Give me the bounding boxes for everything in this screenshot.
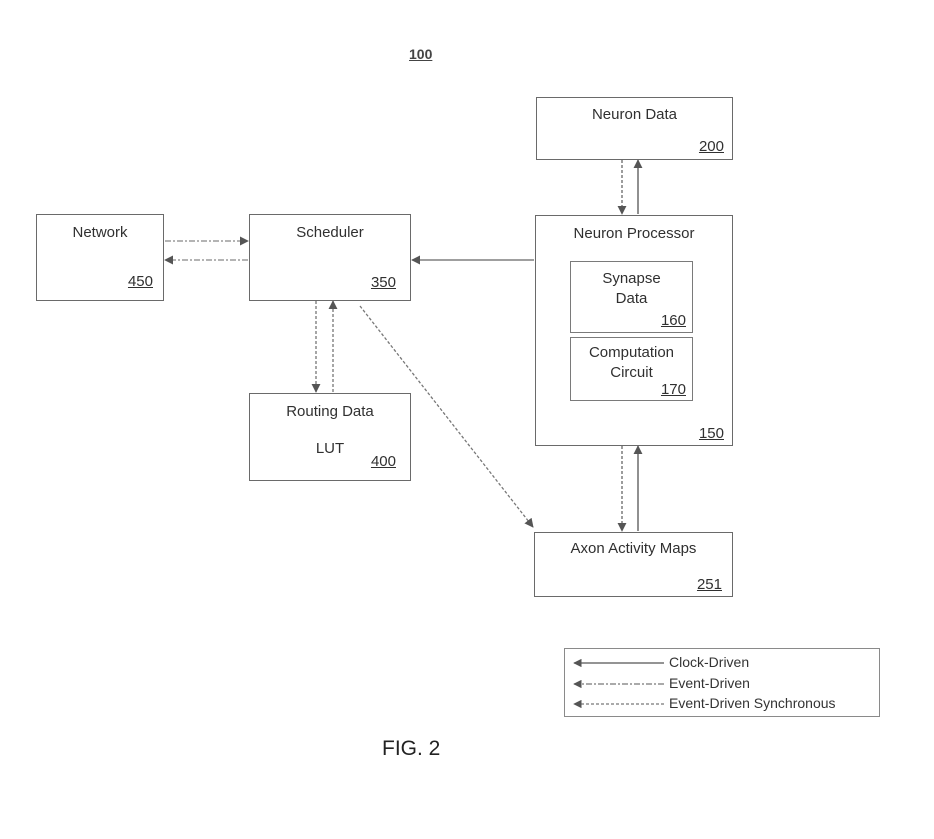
synapse-data-block: Synapse Data 160	[570, 261, 693, 333]
axon-activity-maps-block: Axon Activity Maps 251	[534, 532, 733, 597]
network-block: Network 450	[36, 214, 164, 301]
wire-scheduler-to-axon	[359, 305, 534, 528]
routing-data-label: Routing Data	[286, 403, 374, 420]
neuron-data-label: Neuron Data	[591, 106, 678, 123]
neuron-processor-label: Neuron Processor	[573, 225, 695, 242]
routing-data-block: Routing Data LUT 400	[249, 393, 411, 481]
network-label: Network	[72, 224, 128, 241]
synapse-data-label-line2: Data	[615, 290, 648, 307]
neuron-data-number: 200	[698, 138, 724, 155]
computation-circuit-number: 170	[660, 381, 686, 398]
routing-data-number: 400	[370, 453, 396, 470]
figure-caption: FIG. 2	[382, 737, 441, 760]
synapse-data-number: 160	[660, 312, 686, 329]
axon-activity-maps-label: Axon Activity Maps	[570, 540, 697, 557]
legend-event-driven: Event-Driven	[669, 675, 750, 691]
legend-clock-driven: Clock-Driven	[669, 654, 750, 670]
scheduler-number: 350	[370, 274, 396, 291]
computation-circuit-label-line2: Circuit	[610, 364, 653, 381]
neuron-data-block: Neuron Data 200	[536, 97, 733, 160]
scheduler-label: Scheduler	[296, 224, 364, 241]
neuron-processor-block: Neuron Processor 150 Synapse Data 160 Co…	[535, 215, 733, 446]
scheduler-block: Scheduler 350	[249, 214, 411, 301]
figure-reference-number: 100	[409, 46, 433, 62]
axon-activity-maps-number: 251	[696, 576, 722, 593]
routing-data-sublabel: LUT	[315, 440, 345, 457]
legend-event-driven-synchronous: Event-Driven Synchronous	[669, 695, 836, 711]
synapse-data-label-line1: Synapse	[602, 270, 661, 287]
network-number: 450	[127, 273, 153, 290]
computation-circuit-label-line1: Computation	[588, 344, 675, 361]
legend-box	[564, 648, 880, 717]
neuron-processor-number: 150	[698, 425, 724, 442]
computation-circuit-block: Computation Circuit 170	[570, 337, 693, 401]
